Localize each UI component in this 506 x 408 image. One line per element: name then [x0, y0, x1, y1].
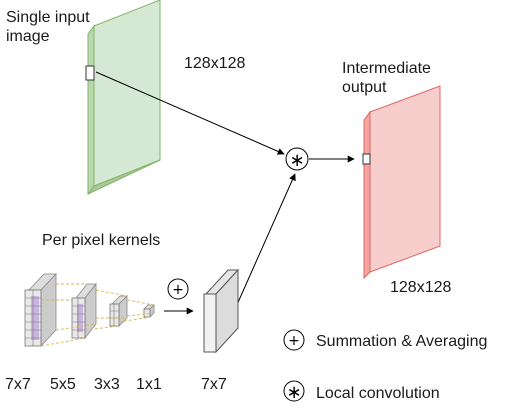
- output-slab: [362, 85, 441, 280]
- legend-star-glyph: ∗: [286, 382, 301, 403]
- input-label-line2: image: [6, 28, 50, 45]
- kernels-title: Per pixel kernels: [42, 232, 161, 249]
- convolution-node: ∗: [285, 147, 309, 171]
- kernel-5x5-label: 5x5: [50, 376, 76, 393]
- input-image-label: Single input image: [6, 8, 90, 46]
- input-size-label: 128x128: [184, 55, 246, 72]
- input-image-slab: [85, 0, 161, 196]
- kernel-3x3: [109, 295, 128, 327]
- kernel-1x1-label: 1x1: [136, 376, 162, 393]
- legend-plus-glyph: +: [288, 333, 300, 349]
- legend-convolution-symbol: ∗: [283, 380, 305, 403]
- output-size-label: 128x128: [390, 279, 452, 296]
- kernel-1x1: [143, 304, 155, 318]
- summation-node-symbol: +: [172, 282, 184, 298]
- averaged-kernel: [203, 268, 240, 354]
- legend-summation-label: Summation & Averaging: [316, 333, 488, 350]
- convolution-node-symbol: ∗: [289, 150, 304, 171]
- output-label: Intermediate output: [342, 59, 431, 97]
- summation-node: +: [167, 278, 189, 300]
- output-label-line2: output: [342, 79, 387, 96]
- kernel-5x5: [71, 282, 97, 340]
- arrow-kernel-to-convolution: [231, 173, 296, 317]
- input-label-line1: Single input: [6, 9, 90, 26]
- arrow-input-to-convolution: [95, 71, 285, 155]
- kernel-7x7-label: 7x7: [5, 376, 31, 393]
- kernel-3x3-label: 3x3: [94, 376, 120, 393]
- input-pixel: [85, 65, 95, 81]
- averaged-kernel-label: 7x7: [201, 376, 227, 393]
- output-label-line1: Intermediate: [342, 60, 431, 77]
- legend-summation-symbol: +: [283, 329, 305, 351]
- kernel-7x7: [24, 272, 57, 348]
- legend-convolution-label: Local convolution: [316, 385, 440, 402]
- kernel-connectors: [40, 283, 155, 347]
- output-pixel: [362, 153, 371, 165]
